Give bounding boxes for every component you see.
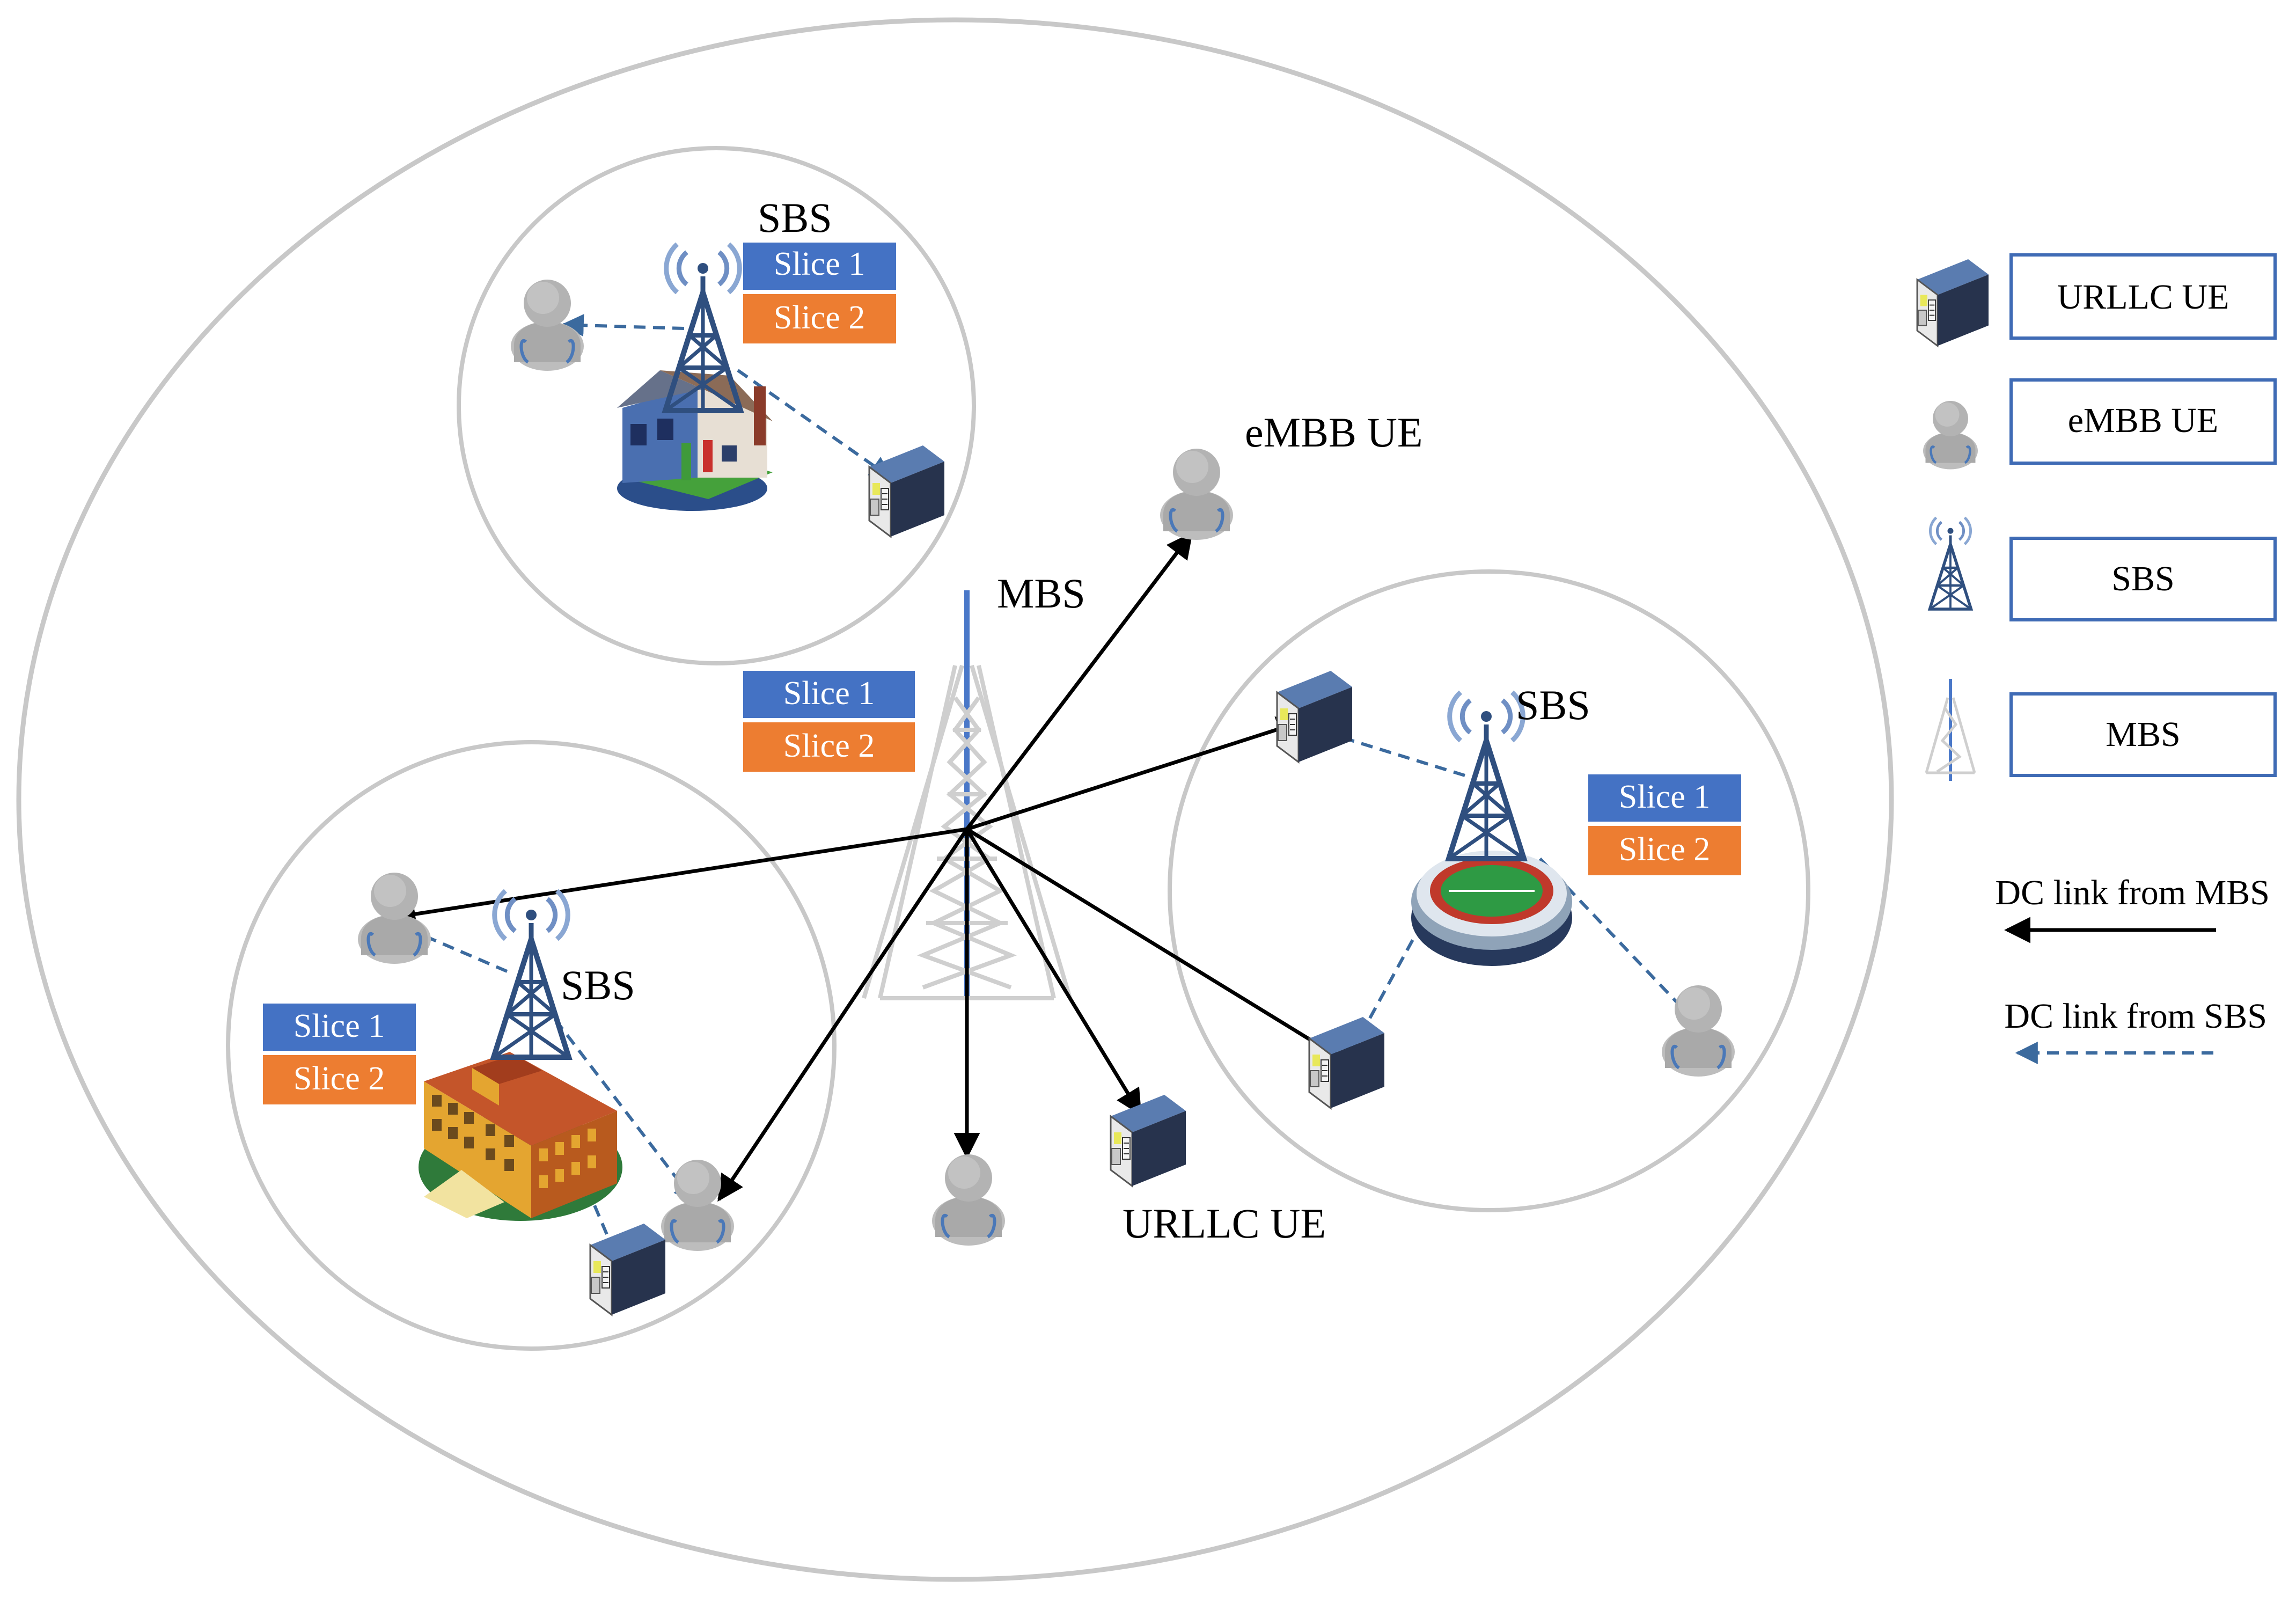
slice-group-top-sbs: Slice 1 Slice 2 (743, 243, 896, 343)
slice1-label: Slice 1 (1619, 779, 1710, 815)
small-cell-top (457, 146, 976, 665)
urllc-device-icon (1308, 1016, 1385, 1109)
person-icon (1662, 985, 1735, 1077)
legend: URLLC UE eMBB UE SBS MBS DC link from MB… (1916, 253, 2277, 1064)
slice-group-right-sbs: Slice 1 Slice 2 (1588, 774, 1741, 875)
person-icon (932, 1154, 1005, 1246)
urllc-device-icon (1276, 670, 1353, 763)
slice1-label: Slice 1 (294, 1008, 385, 1044)
slice2-label: Slice 2 (1619, 831, 1710, 868)
urllc-ue-label: URLLC UE (1123, 1200, 1326, 1247)
mbs-label: MBS (997, 570, 1085, 617)
stadium-icon (1411, 851, 1572, 966)
office-building-icon (419, 1052, 622, 1221)
embb-ue-label: eMBB UE (1245, 409, 1423, 456)
person-icon (511, 280, 584, 371)
sbs-tower-icon (494, 891, 569, 1057)
legend-embb-ue: eMBB UE (2068, 401, 2219, 440)
person-icon (1923, 401, 1978, 470)
slice2-label: Slice 2 (783, 728, 875, 764)
dc-links-mbs (389, 532, 1341, 1202)
small-cell-left (226, 740, 837, 1351)
legend-sbs: SBS (2111, 559, 2174, 598)
slice1-label: Slice 1 (783, 675, 875, 712)
slice1-label: Slice 1 (774, 246, 865, 282)
legend-urllc-ue: URLLC UE (2057, 277, 2229, 317)
sbs-tower-icon (1930, 518, 1971, 610)
sbs-left-label: SBS (561, 962, 635, 1008)
sbs-top-label: SBS (758, 194, 832, 241)
urllc-device-icon (1110, 1094, 1187, 1187)
small-cell-right (1168, 569, 1810, 1212)
mbs-tower-icon (1925, 679, 1976, 781)
urllc-device-icon (868, 444, 945, 538)
house-icon (617, 370, 773, 511)
slice-group-mbs: Slice 1 Slice 2 (743, 671, 915, 772)
person-icon (661, 1160, 734, 1251)
slice2-label: Slice 2 (774, 299, 865, 336)
macro-cell-boundary (16, 17, 1894, 1582)
slice2-label: Slice 2 (294, 1060, 385, 1097)
legend-dc-link-sbs: DC link from SBS (2004, 997, 2267, 1036)
person-icon (358, 873, 431, 964)
legend-dc-link-mbs: DC link from MBS (1995, 873, 2270, 912)
urllc-device-icon (589, 1223, 666, 1316)
sbs-right-label: SBS (1516, 682, 1590, 728)
legend-mbs: MBS (2106, 715, 2180, 754)
urllc-device-icon (1916, 258, 1990, 347)
slice-group-left-sbs: Slice 1 Slice 2 (263, 1004, 416, 1104)
person-icon (1160, 449, 1233, 540)
